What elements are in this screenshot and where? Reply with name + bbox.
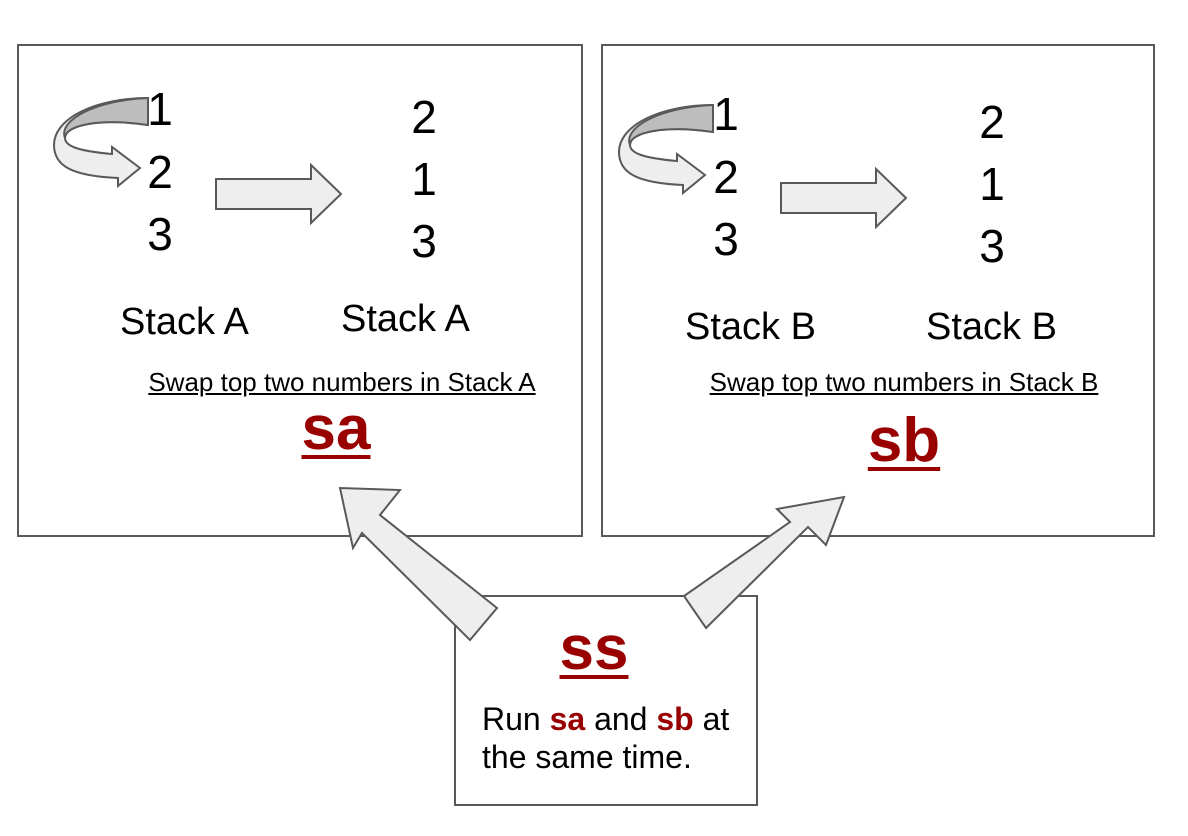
ss-desc-sa: sa <box>549 701 586 737</box>
ss-description-line-1: Run sa and sb at <box>482 700 729 738</box>
ss-description: Run sa and sb at the same time. <box>482 700 729 777</box>
panel-sa <box>17 44 583 537</box>
stack-a-before-1: 1 <box>147 83 173 135</box>
sb-caption: Swap top two numbers in Stack B <box>709 367 1099 397</box>
ss-command: ss <box>559 614 629 683</box>
stack-b-before-3: 3 <box>713 213 739 265</box>
stack-a-after-3: 3 <box>411 215 437 267</box>
stack-a-after-1: 2 <box>411 91 437 143</box>
stack-b-after-label: Stack B <box>926 306 1057 348</box>
stack-a-before-label: Stack A <box>120 301 249 343</box>
panel-ss <box>454 595 758 806</box>
stack-b-after-3: 3 <box>979 220 1005 272</box>
ss-desc-and: and <box>594 701 648 737</box>
ss-desc-sb: sb <box>656 701 694 737</box>
sb-command: sb <box>867 406 941 475</box>
sa-caption: Swap top two numbers in Stack A <box>148 367 536 397</box>
stack-a-after-2: 1 <box>411 153 437 205</box>
stack-b-before-1: 1 <box>713 88 739 140</box>
sa-command: sa <box>301 394 371 463</box>
stack-b-after-2: 1 <box>979 158 1005 210</box>
ss-description-line-2: the same time. <box>482 739 692 776</box>
stack-a-after-label: Stack A <box>341 298 470 340</box>
stack-a-before-2: 2 <box>147 146 173 198</box>
ss-desc-at: at <box>702 701 730 737</box>
stack-b-before-2: 2 <box>713 151 739 203</box>
stack-b-before-label: Stack B <box>685 306 816 348</box>
ss-desc-run: Run <box>482 701 541 737</box>
stack-a-before-3: 3 <box>147 208 173 260</box>
stack-b-after-1: 2 <box>979 96 1005 148</box>
